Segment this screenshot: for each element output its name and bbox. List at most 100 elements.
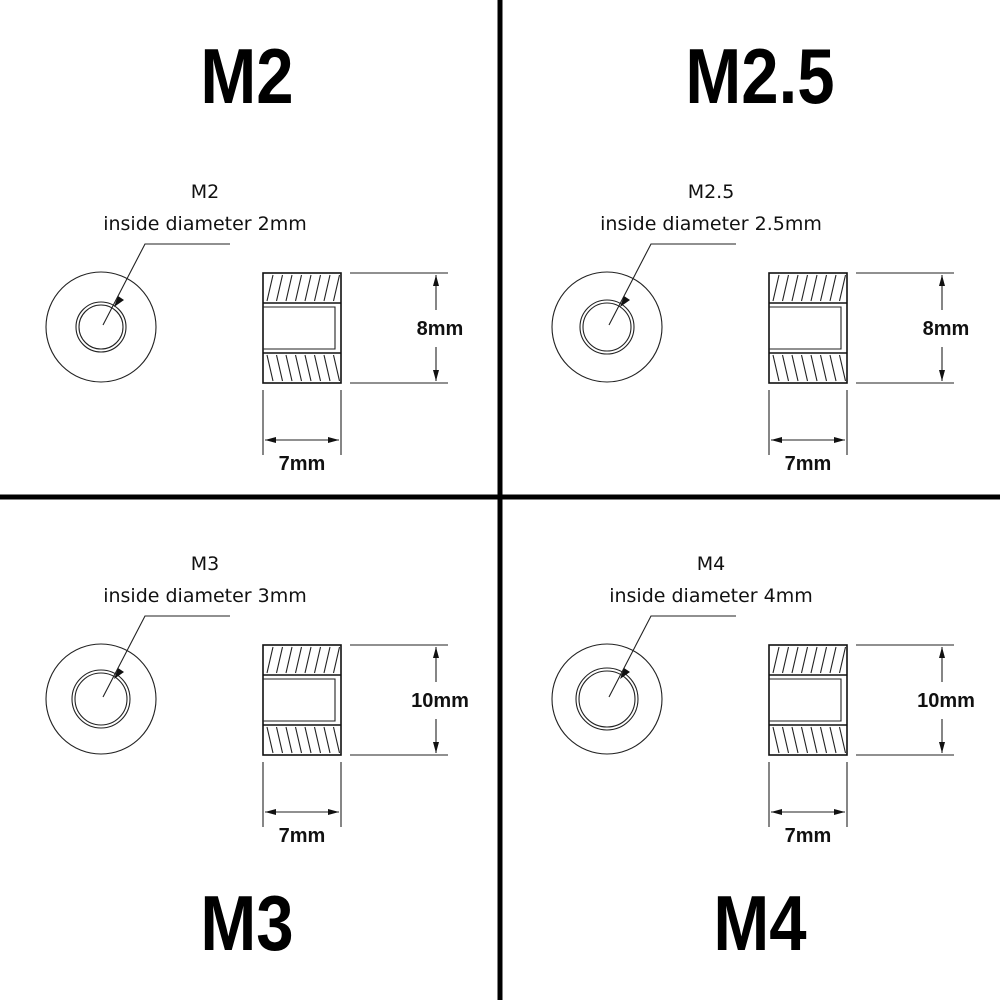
hatch-line bbox=[772, 274, 780, 302]
hatch-line bbox=[800, 726, 809, 754]
outer-circle bbox=[551, 643, 663, 755]
arrow-down-icon bbox=[939, 742, 945, 753]
hatch-line bbox=[819, 646, 828, 674]
callout-description: inside diameter 3mm bbox=[103, 585, 307, 607]
leader-arrow-icon bbox=[620, 296, 630, 307]
hatch-line bbox=[791, 726, 799, 754]
arrow-down-icon bbox=[433, 370, 439, 381]
arrow-left-icon bbox=[771, 437, 782, 443]
width-dimension: 7mm bbox=[262, 390, 342, 475]
width-dimension: 7mm bbox=[768, 390, 848, 475]
hatch-line bbox=[781, 274, 790, 302]
hatch-line bbox=[332, 274, 341, 302]
hatch-line bbox=[304, 646, 312, 674]
height-value: 8mm bbox=[923, 318, 970, 340]
callout-description: inside diameter 2mm bbox=[103, 213, 307, 235]
hatch-line bbox=[800, 646, 809, 674]
arrow-down-icon bbox=[939, 370, 945, 381]
hatch-line bbox=[772, 354, 780, 382]
height-value: 10mm bbox=[917, 690, 975, 712]
height-dimension: 8mm bbox=[856, 272, 970, 384]
callout-label: M2.5 bbox=[688, 181, 735, 203]
arrow-right-icon bbox=[834, 809, 845, 815]
hatch-line bbox=[819, 354, 828, 382]
hatch-line bbox=[266, 354, 274, 382]
bore-circle bbox=[582, 302, 632, 352]
hatch-line bbox=[819, 274, 828, 302]
callout-label: M3 bbox=[191, 553, 219, 575]
top-view bbox=[551, 643, 663, 755]
hatch-line bbox=[781, 354, 790, 382]
side-view bbox=[262, 644, 342, 756]
callout-description: inside diameter 2.5mm bbox=[600, 213, 822, 235]
size-title: M3 bbox=[200, 880, 293, 967]
bore bbox=[769, 678, 842, 722]
width-dimension: 7mm bbox=[768, 762, 848, 847]
hatch-line bbox=[791, 274, 799, 302]
hatch-line bbox=[304, 726, 312, 754]
body-outline bbox=[262, 272, 342, 384]
hatch-line bbox=[275, 274, 284, 302]
hatch-line bbox=[781, 646, 790, 674]
hatch-line bbox=[829, 354, 837, 382]
arrow-right-icon bbox=[328, 809, 339, 815]
bore bbox=[263, 306, 336, 350]
arrow-up-icon bbox=[939, 647, 945, 658]
thread-circle bbox=[579, 299, 635, 355]
hatch-line bbox=[313, 354, 322, 382]
bore-circle bbox=[578, 670, 636, 728]
hatch-line bbox=[772, 646, 780, 674]
hatch-line bbox=[275, 354, 284, 382]
outer-circle bbox=[45, 271, 157, 383]
bore bbox=[769, 306, 842, 350]
side-view bbox=[768, 644, 848, 756]
hatch-line bbox=[829, 646, 837, 674]
top-view bbox=[45, 271, 157, 383]
outer-circle bbox=[551, 271, 663, 383]
body-outline bbox=[768, 644, 848, 756]
hatch-line bbox=[285, 274, 293, 302]
body-outline bbox=[768, 272, 848, 384]
side-view bbox=[768, 272, 848, 384]
hatch-line bbox=[829, 274, 837, 302]
hatch-line bbox=[266, 726, 274, 754]
leader-line bbox=[608, 243, 736, 326]
hatch-line bbox=[332, 726, 341, 754]
hatch-line bbox=[800, 274, 809, 302]
arrow-up-icon bbox=[433, 275, 439, 286]
hatch-line bbox=[323, 646, 331, 674]
hatch-line bbox=[772, 726, 780, 754]
thread-circle bbox=[71, 669, 131, 729]
body-outline bbox=[262, 644, 342, 756]
hatch-line bbox=[838, 726, 847, 754]
hatch-line bbox=[838, 646, 847, 674]
hatch-line bbox=[275, 726, 284, 754]
height-value: 10mm bbox=[411, 690, 469, 712]
hatch-line bbox=[275, 646, 284, 674]
thread-circle bbox=[75, 301, 127, 353]
size-title: M2.5 bbox=[685, 33, 834, 120]
hatch-line bbox=[294, 726, 303, 754]
bore bbox=[263, 678, 336, 722]
size-title: M2 bbox=[200, 33, 293, 120]
hatch-line bbox=[285, 354, 293, 382]
hatch-line bbox=[791, 646, 799, 674]
hatch-line bbox=[285, 726, 293, 754]
width-value: 7mm bbox=[279, 453, 326, 475]
arrow-up-icon bbox=[939, 275, 945, 286]
leader-arrow-icon bbox=[114, 296, 124, 307]
hatch-line bbox=[800, 354, 809, 382]
top-view bbox=[45, 643, 157, 755]
arrow-left-icon bbox=[771, 809, 782, 815]
hatch-line bbox=[304, 354, 312, 382]
bore-circle bbox=[74, 672, 128, 726]
width-dimension: 7mm bbox=[262, 762, 342, 847]
side-view bbox=[262, 272, 342, 384]
hatch-line bbox=[810, 726, 818, 754]
arrow-left-icon bbox=[265, 437, 276, 443]
